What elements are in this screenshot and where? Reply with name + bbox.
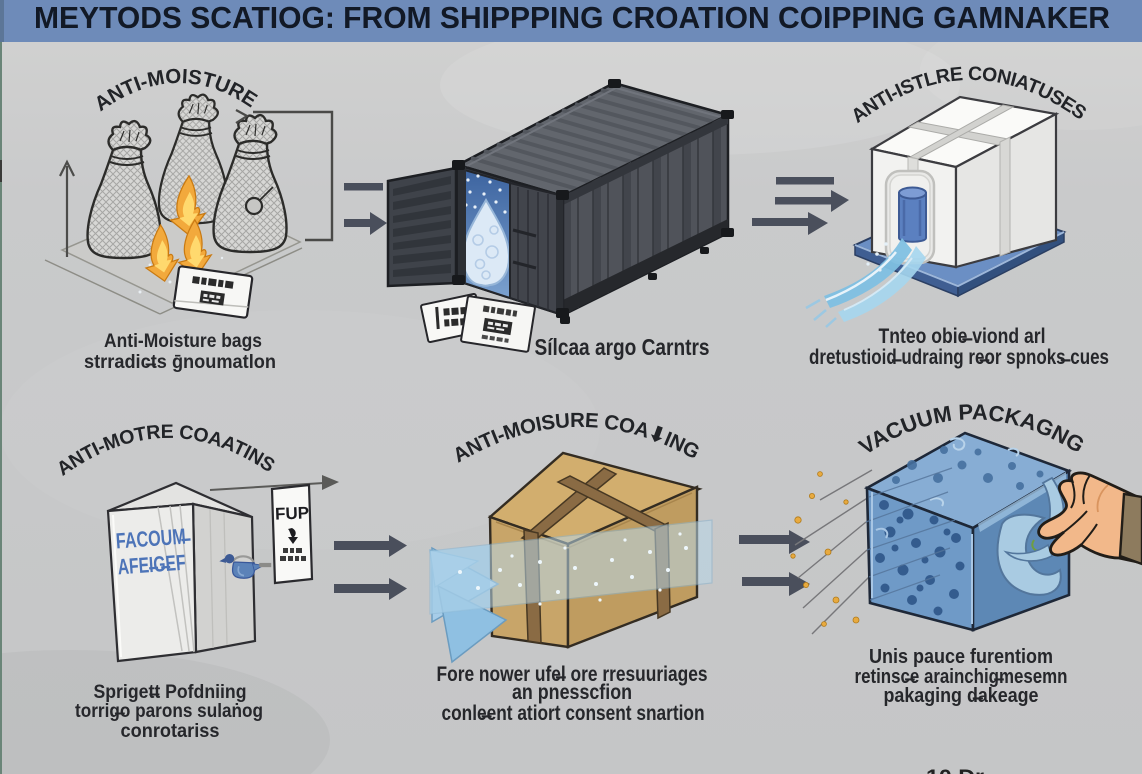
svg-text:Fore nower ufe̶l ore rresuuria: Fore nower ufe̶l ore rresuuriages [437, 663, 708, 686]
svg-text:pakaging d̶akeage: pakaging d̶akeage [884, 685, 1039, 707]
svg-text:dretustioid̶ udraing re̶or spn: dretustioid̶ udraing re̶or spnoks̶ cues [809, 346, 1109, 369]
svg-text:strradic̶ts ḡnoumatlon: strradic̶ts ḡnoumatlon [84, 352, 276, 373]
svg-text:AFEI̶G̶EF: AFEI̶G̶EF [117, 550, 187, 580]
svg-text:Spriget̶t Pofdniing: Spriget̶t Pofdniing [94, 682, 247, 703]
svg-text:retinsc̶e arainchig̶mesemn: retinsc̶e arainchig̶mesemn [855, 666, 1068, 688]
svg-text:Anti-Moisture bags: Anti-Moisture bags [104, 331, 262, 352]
svg-text:conrotariss: conrotariss [121, 721, 220, 742]
svg-text:conle̶ent atiort consent snart: conle̶ent atiort consent snartion [442, 702, 705, 725]
svg-text:FUP: FUP [275, 503, 310, 523]
svg-text:torrig̶o parons sulaṅog: torrig̶o parons sulaṅog [75, 701, 263, 722]
svg-text:Unis pauce furentiom: Unis pauce furentiom [869, 646, 1053, 668]
svg-text:MEYTODS SCATIOG: FROM SHIPPPIN: MEYTODS SCATIOG: FROM SHIPPPING CROATION… [34, 0, 1110, 35]
svg-text:FACOUM̶: FACOUM̶ [115, 523, 192, 553]
svg-text:10 Dr: 10 Dr [926, 766, 984, 774]
svg-text:an pnesscfion: an pnesscfion [512, 681, 632, 704]
svg-text:Tnteo obie̶ viond arl: Tnteo obie̶ viond arl [879, 325, 1046, 348]
svg-text:Sílcaa argo Carntrs: Sílcaa argo Carntrs [535, 334, 710, 360]
